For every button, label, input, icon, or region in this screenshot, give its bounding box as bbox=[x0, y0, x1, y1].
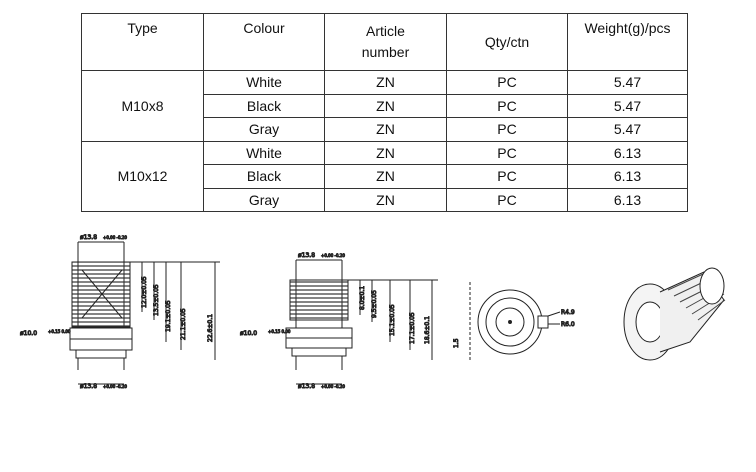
table-row: M10x8 White ZN PC 5.47 bbox=[81, 70, 688, 142]
dim-left-tolerance: +0.15 0.00 bbox=[48, 329, 71, 334]
article-cell: ZN bbox=[324, 187, 447, 212]
dim-bottom-tolerance: +0.00 -0.20 bbox=[103, 384, 127, 389]
article-cell: ZN bbox=[324, 140, 447, 165]
weight-cell: 5.47 bbox=[567, 70, 688, 95]
drawing-m10x12-section: ø13.8 +0.00 -0.20 ø10.0 +0.15 0.00 ø13.8… bbox=[240, 252, 438, 391]
article-cell: ZN bbox=[324, 70, 447, 95]
dim-bottom-diameter: ø13.8 bbox=[298, 383, 315, 390]
colour-cell: Black bbox=[203, 164, 325, 189]
colour-cell: White bbox=[203, 140, 325, 165]
dim-top-diameter: ø13.8 bbox=[80, 234, 97, 241]
weight-cell: 5.47 bbox=[567, 93, 688, 118]
dim-v4: 17.1±0.05 bbox=[409, 312, 416, 344]
dim-top-tolerance: +0.00 -0.20 bbox=[321, 253, 345, 258]
weight-cell: 6.13 bbox=[567, 140, 688, 165]
header-row: Type Colour Article number Qty/ctn Weight… bbox=[81, 13, 688, 71]
dim-v1: 8.0±0.1 bbox=[359, 286, 366, 310]
table-row: Black ZN PC 6.13 bbox=[82, 164, 688, 189]
dim-top-diameter: ø13.8 bbox=[298, 252, 315, 259]
qty-cell: PC bbox=[446, 70, 568, 95]
table-row: Black ZN PC 5.47 bbox=[82, 93, 688, 118]
header-qty: Qty/ctn bbox=[446, 13, 568, 71]
header-article-number: Article number bbox=[324, 13, 447, 71]
header-article-line2: number bbox=[361, 44, 410, 60]
table-row: M10x12 White ZN PC 6.13 bbox=[81, 140, 688, 212]
colour-cell: Gray bbox=[203, 117, 325, 142]
header-article-line1: Article bbox=[366, 23, 405, 39]
weight-cell: 6.13 bbox=[567, 187, 688, 212]
dim-top-tolerance: +0.00 -0.20 bbox=[103, 235, 127, 240]
dim-side: 1.5 bbox=[453, 338, 460, 348]
header-weight: Weight(g)/pcs bbox=[567, 13, 688, 71]
dim-left-diameter: ø10.0 bbox=[240, 330, 257, 337]
dim-r2: R6.0 bbox=[561, 321, 575, 328]
weight-cell: 5.47 bbox=[567, 117, 688, 142]
technical-drawings: ø13.8 +0.00 -0.20 ø10.0 +0.15 0.00 ø13.8… bbox=[20, 234, 726, 391]
article-cell: ZN bbox=[324, 117, 447, 142]
dim-bottom-tolerance: +0.00 -0.20 bbox=[321, 384, 345, 389]
colour-cell: White bbox=[203, 70, 325, 95]
spec-table: Type Colour Article number Qty/ctn Weight… bbox=[81, 13, 688, 212]
qty-cell: PC bbox=[446, 164, 568, 189]
qty-cell: PC bbox=[446, 117, 568, 142]
article-cell: ZN bbox=[324, 164, 447, 189]
table-row: Gray ZN PC 6.13 bbox=[82, 187, 688, 212]
dim-left-diameter: ø10.0 bbox=[20, 330, 37, 337]
header-colour: Colour bbox=[203, 13, 325, 71]
table-row: Gray ZN PC 5.47 bbox=[82, 117, 688, 142]
dim-r1: R4.9 bbox=[561, 309, 575, 316]
dim-left-tolerance: +0.15 0.00 bbox=[268, 329, 291, 334]
dim-v1: 12.0±0.05 bbox=[141, 276, 148, 308]
colour-cell: Gray bbox=[203, 187, 325, 212]
dim-bottom-diameter: ø13.8 bbox=[80, 383, 97, 390]
dim-v2: 9.5±0.05 bbox=[371, 290, 378, 318]
qty-cell: PC bbox=[446, 187, 568, 212]
dim-v3: 19.1±0.05 bbox=[165, 300, 172, 332]
header-type: Type bbox=[81, 13, 204, 71]
article-cell: ZN bbox=[324, 93, 447, 118]
type-cell: M10x8 bbox=[81, 70, 204, 142]
dim-v3: 15.1±0.05 bbox=[389, 304, 396, 336]
qty-cell: PC bbox=[446, 93, 568, 118]
dim-v4: 21.1±0.05 bbox=[180, 308, 187, 340]
type-cell: M10x12 bbox=[81, 140, 204, 212]
dim-v5: 18.6±0.1 bbox=[424, 316, 431, 344]
drawing-3d-view bbox=[623, 267, 726, 361]
dim-v2: 13.5±0.05 bbox=[153, 284, 160, 316]
drawing-top-view: R4.9 R6.0 1.5 bbox=[453, 282, 575, 362]
qty-cell: PC bbox=[446, 140, 568, 165]
weight-cell: 6.13 bbox=[567, 164, 688, 189]
drawing-m10x8-section: ø13.8 +0.00 -0.20 ø10.0 +0.15 0.00 ø13.8… bbox=[20, 234, 220, 391]
dim-v5: 22.6±0.1 bbox=[207, 314, 214, 342]
colour-cell: Black bbox=[203, 93, 325, 118]
